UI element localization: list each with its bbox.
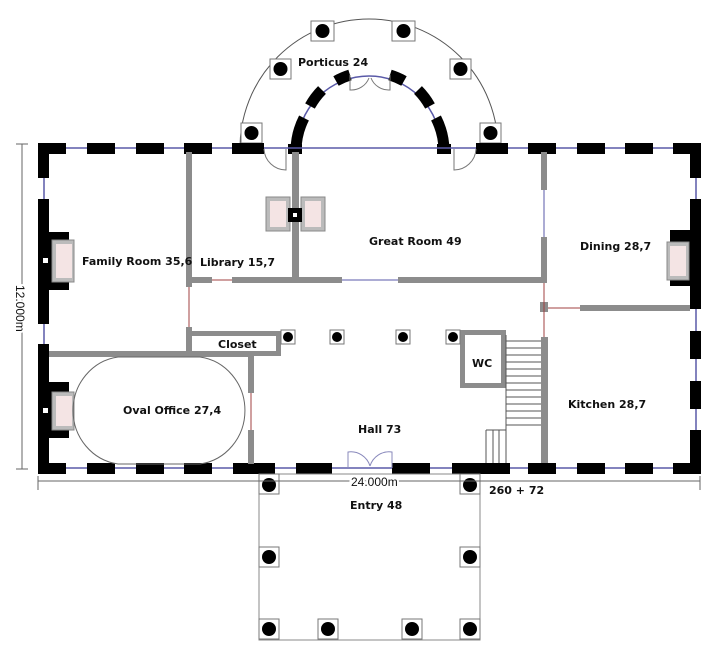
apse-wall: [290, 69, 450, 151]
interior-walls: [49, 152, 690, 464]
room-label-oval-office: Oval Office 27,4: [123, 404, 221, 417]
room-label-great-room: Great Room 49: [369, 235, 462, 248]
interior-window-lines: [342, 190, 545, 281]
room-label-kitchen: Kitchen 28,7: [568, 398, 646, 411]
interior-door-lines: [188, 279, 580, 430]
room-label-hall: Hall 73: [358, 423, 401, 436]
room-label-closet: Closet: [218, 338, 257, 351]
entry-columns: [258, 473, 481, 640]
fireplace-oval-office: [43, 391, 75, 431]
oval-office-outline: [72, 356, 246, 465]
exterior-wall-top: [38, 143, 701, 154]
porticus-side-doors[interactable]: [263, 148, 477, 171]
dimension-width: 24.000m: [351, 475, 398, 489]
fireplace-dining: [666, 241, 690, 281]
room-label-porticus: Porticus 24: [298, 56, 368, 69]
room-label-family-room: Family Room 35,6: [82, 255, 193, 268]
room-label-dining: Dining 28,7: [580, 240, 651, 253]
exterior-wall-bottom: [38, 463, 701, 474]
apse-window-line: [296, 75, 442, 149]
dimension-total-area: 260 + 72: [489, 484, 544, 497]
dimension-lines: [16, 143, 701, 490]
fireplace-family-room: [43, 239, 75, 283]
main-entry-double-door[interactable]: [347, 451, 393, 468]
room-label-wc: WC: [472, 357, 492, 370]
apse-double-door[interactable]: [349, 75, 391, 91]
porticus-columns: [240, 20, 502, 144]
room-label-library: Library 15,7: [200, 256, 275, 269]
room-label-entry: Entry 48: [350, 499, 402, 512]
hall-columns: [280, 329, 461, 345]
staircase[interactable]: [485, 335, 541, 463]
dimension-height: 12.000m: [13, 285, 27, 332]
porticus-outline: [239, 18, 499, 149]
fireplace-double: [265, 196, 326, 232]
